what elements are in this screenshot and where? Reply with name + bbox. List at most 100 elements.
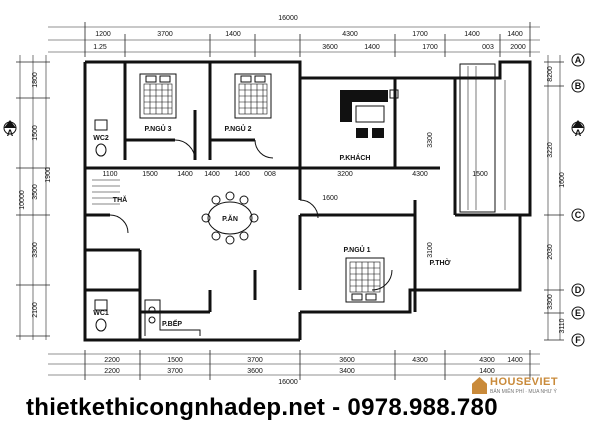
wc-fixtures xyxy=(94,119,108,332)
balcony-railing xyxy=(459,63,506,213)
svg-text:3300: 3300 xyxy=(427,132,434,148)
dim-mid-c: 1400 xyxy=(364,44,380,51)
room-label-bedroom-1: P.NGỦ 1 xyxy=(343,245,370,254)
dim-bot-6: 4300 xyxy=(479,357,495,364)
svg-text:3200: 3200 xyxy=(337,171,353,178)
room-label-living: P.KHÁCH xyxy=(340,153,371,162)
svg-text:1100: 1100 xyxy=(102,171,117,178)
dim-bot-total: 16000 xyxy=(278,379,298,386)
dim-left-3: 3500 xyxy=(32,184,39,200)
dim-top-3: 1400 xyxy=(225,31,241,38)
room-label-wc-2: WC2 xyxy=(93,135,109,142)
section-marker-left: A xyxy=(3,120,17,138)
dim-bot-4: 3600 xyxy=(339,357,355,364)
dim-left-6: 1900 xyxy=(45,167,52,183)
dim-botmid-3: 3600 xyxy=(247,368,263,375)
dim-right-2: 3220 xyxy=(547,142,554,158)
dim-bot-3: 3700 xyxy=(247,357,263,364)
room-label-dining: P.ĂN xyxy=(222,214,238,223)
svg-text:1500: 1500 xyxy=(472,171,488,178)
dim-top-1: 1200 xyxy=(95,31,111,38)
dining-table xyxy=(201,191,259,245)
dim-right-1: 8200 xyxy=(547,66,554,82)
sofa-set xyxy=(340,89,399,138)
dim-mid-a: 1.25 xyxy=(93,44,107,51)
room-label-bedroom-3: P.NGỦ 3 xyxy=(144,124,171,133)
interior-dimensions: 1100 1500 1400 3200 4300 1500 1400 1400 … xyxy=(102,132,487,258)
svg-text:1600: 1600 xyxy=(322,195,338,202)
axis-markers: A B C D E F A A xyxy=(3,53,585,347)
dim-bot-1: 2200 xyxy=(104,357,120,364)
axis-marker-D: D xyxy=(571,283,585,297)
axis-marker-A: A xyxy=(571,53,585,67)
dim-top-6: 1400 xyxy=(464,31,480,38)
dim-bot-2: 1500 xyxy=(167,357,183,364)
bed-bedroom-1 xyxy=(345,257,385,303)
section-marker-right: A xyxy=(571,120,585,138)
svg-text:4300: 4300 xyxy=(412,171,428,178)
dim-top-total: 16000 xyxy=(278,15,298,22)
svg-text:E: E xyxy=(575,308,581,318)
house-icon xyxy=(472,377,487,394)
svg-text:1500: 1500 xyxy=(142,171,158,178)
room-label-stair: THĂ xyxy=(113,195,127,204)
dim-top-2: 3700 xyxy=(157,31,173,38)
dimension-lines xyxy=(16,22,564,380)
dim-mid-e: 003 xyxy=(482,44,494,51)
dim-bot-5: 4300 xyxy=(412,357,428,364)
dim-botmid-1: 2200 xyxy=(104,368,120,375)
axis-marker-F: F xyxy=(571,333,585,347)
svg-text:008: 008 xyxy=(264,171,276,178)
bed-bedroom-3 xyxy=(139,73,177,119)
dim-botmid-5: 1400 xyxy=(479,368,495,375)
axis-marker-C: C xyxy=(571,208,585,222)
dim-right-4: 3300 xyxy=(547,294,554,310)
svg-text:B: B xyxy=(575,81,582,91)
dim-top-4: 4300 xyxy=(342,31,358,38)
room-labels: P.NGỦ 3 P.NGỦ 2 P.KHÁCH P.ĂN P.NGỦ 1 WC2… xyxy=(93,124,450,328)
svg-text:C: C xyxy=(575,210,582,220)
svg-text:1400: 1400 xyxy=(177,171,193,178)
svg-text:A: A xyxy=(575,128,582,138)
svg-text:D: D xyxy=(575,285,582,295)
dim-left-4: 3300 xyxy=(32,242,39,258)
room-label-altar: P.THỜ xyxy=(429,258,450,267)
dim-right-6: 3110 xyxy=(559,318,566,333)
dim-left-5: 2100 xyxy=(32,302,39,318)
room-label-wc-1: WC1 xyxy=(93,310,109,317)
dim-botmid-4: 3400 xyxy=(339,368,355,375)
dim-left-1: 1800 xyxy=(32,72,39,88)
dim-mid-d: 1700 xyxy=(422,44,438,51)
svg-text:1400: 1400 xyxy=(234,171,250,178)
brand-logo: HOUSEVIET BẢN MIỄN PHÍ · MUA NHƯ Ý xyxy=(470,374,595,400)
svg-text:1400: 1400 xyxy=(204,171,220,178)
room-label-kitchen: P.BẾP xyxy=(162,318,182,328)
dim-botmid-2: 3700 xyxy=(167,368,183,375)
room-label-bedroom-2: P.NGỦ 2 xyxy=(224,124,251,133)
dim-mid-f: 2000 xyxy=(510,44,526,51)
bed-bedroom-2 xyxy=(234,73,272,119)
dim-mid-b: 3600 xyxy=(322,44,338,51)
brand-name: HOUSEVIET xyxy=(490,376,559,388)
doors xyxy=(109,139,393,291)
stair-hatch xyxy=(92,179,120,205)
dim-right-5: 1600 xyxy=(559,172,566,188)
kitchen-counter xyxy=(144,299,201,336)
dim-bot-7: 1400 xyxy=(507,357,523,364)
svg-text:3100: 3100 xyxy=(427,242,434,258)
axis-marker-B: B xyxy=(571,79,585,93)
svg-text:F: F xyxy=(575,335,581,345)
axis-marker-E: E xyxy=(571,306,585,320)
dim-top-7: 1400 xyxy=(507,31,523,38)
dim-right-3: 2030 xyxy=(547,244,554,260)
dim-top-5: 1700 xyxy=(412,31,428,38)
svg-text:A: A xyxy=(7,128,14,138)
dimension-labels: 16000 1200 3700 1400 4300 1700 1400 1400… xyxy=(19,15,566,386)
footer-watermark-text: thietkethicongnhadep.net - 0978.988.780 xyxy=(26,394,498,421)
svg-text:A: A xyxy=(575,55,582,65)
brand-tagline: BẢN MIỄN PHÍ · MUA NHƯ Ý xyxy=(490,389,557,395)
walls xyxy=(83,60,532,342)
dim-left-total: 10000 xyxy=(19,190,26,210)
dim-left-2: 1500 xyxy=(32,125,39,141)
